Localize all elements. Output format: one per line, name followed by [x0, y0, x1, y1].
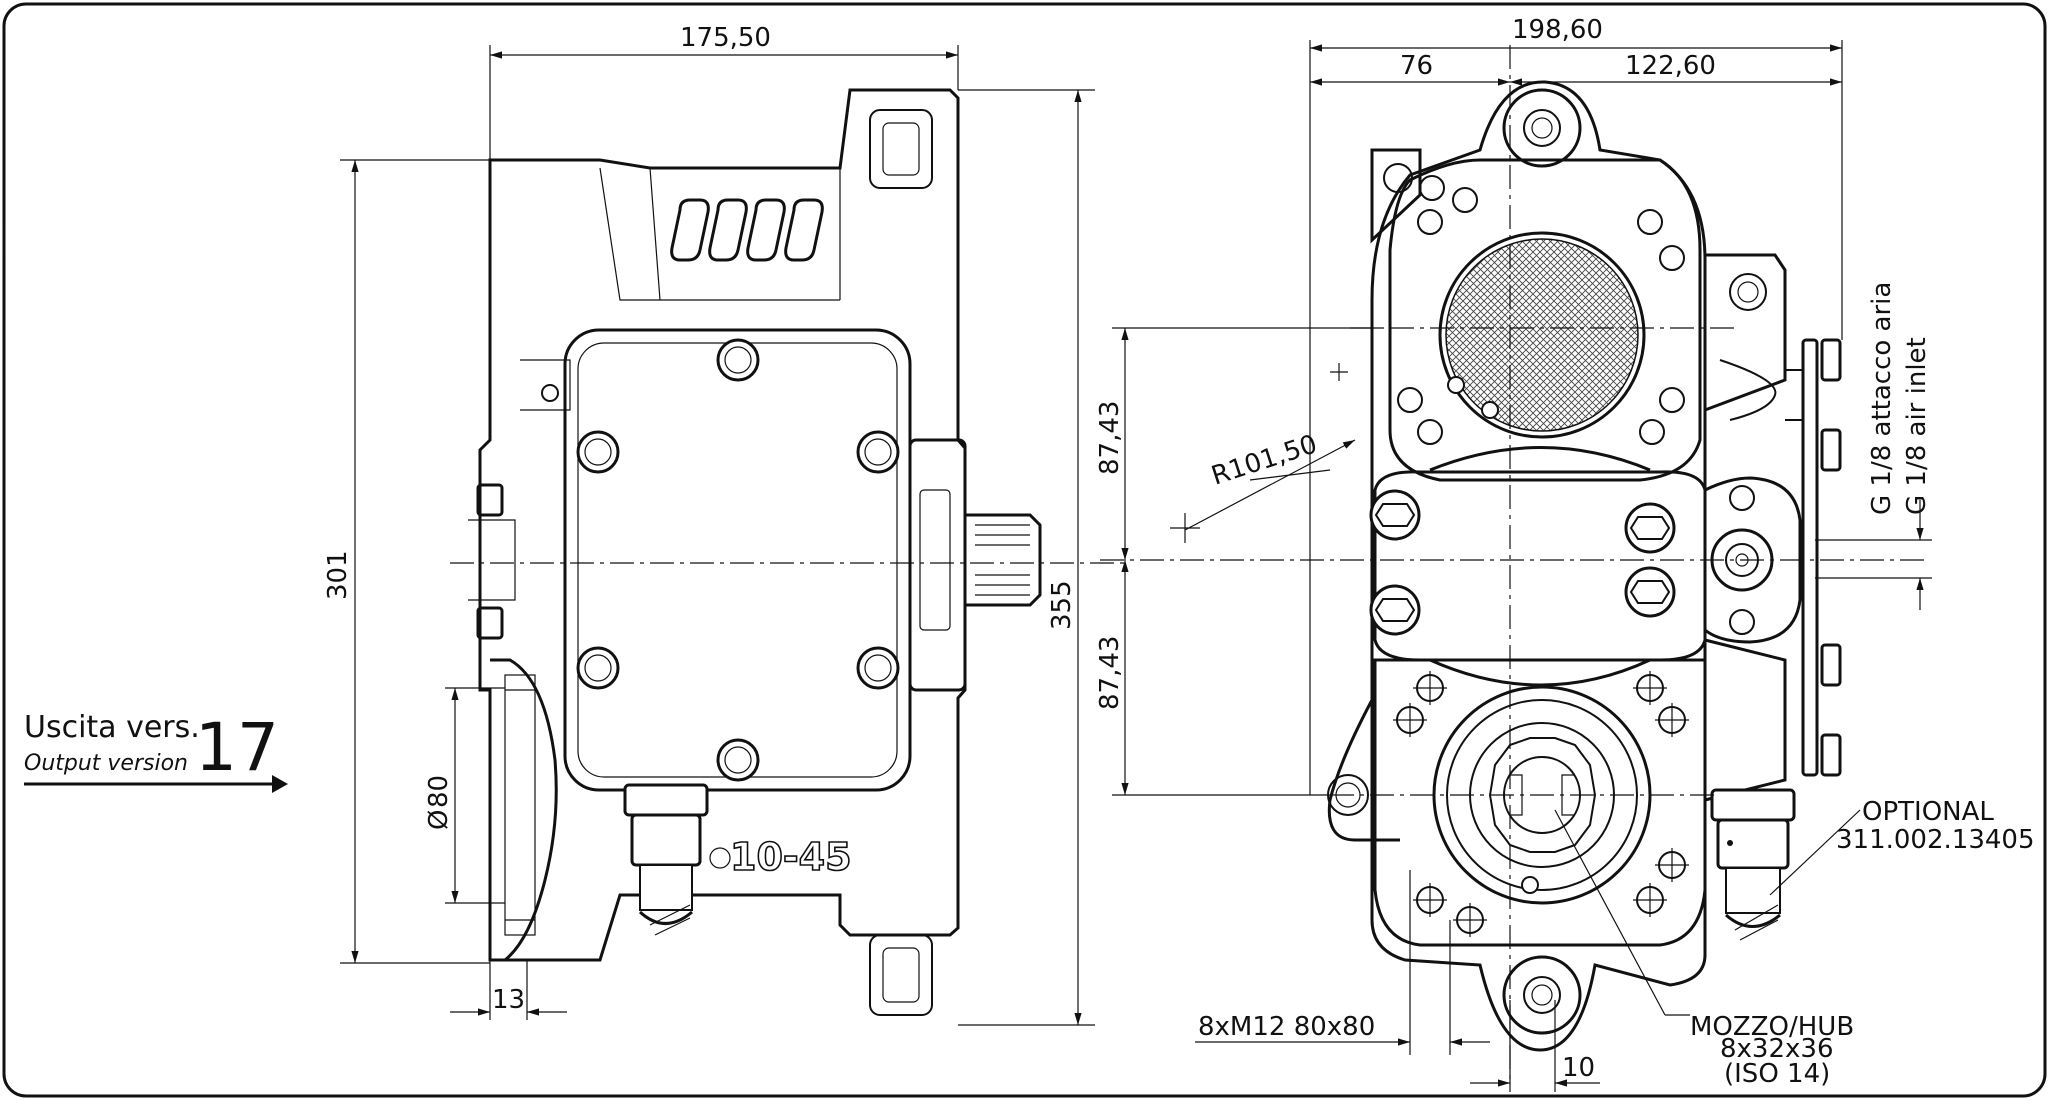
dim-height-left: 301 [323, 550, 353, 600]
lower-bolt-holes [1393, 671, 1689, 937]
hub-label: MOZZO/HUB [1690, 1012, 1854, 1042]
version-title-en: Output version [24, 751, 188, 776]
dim-key: 10 [1562, 1053, 1595, 1083]
mesh-filter [1438, 231, 1646, 439]
side-view-dimensions: 175,50 301 355 Ø 80 13 [323, 23, 1095, 1026]
version-block: Uscita vers. Output version 17 [24, 709, 288, 793]
hub-standard: (ISO 14) [1724, 1059, 1830, 1089]
front-view [1100, 45, 1925, 1085]
air-inlet-it: G 1/8 attacco aria [1867, 282, 1897, 515]
optional-fitting [1710, 788, 1796, 941]
dim-upper: 87,43 [1095, 401, 1125, 475]
optional-label: OPTIONAL [1862, 797, 1994, 827]
dim-total: 198,60 [1512, 15, 1603, 45]
cover-plate [563, 328, 912, 792]
hub-spline: 8x32x36 [1720, 1034, 1833, 1064]
dim-flange: 13 [492, 985, 525, 1015]
dim-right: 122,60 [1625, 51, 1716, 81]
dim-lower: 87,43 [1095, 636, 1125, 710]
bolt-spec: 8xM12 80x80 [1198, 1012, 1375, 1042]
upper-holes [1397, 175, 1685, 445]
dim-height-right: 355 [1047, 580, 1077, 630]
diameter-symbol: Ø [424, 810, 454, 830]
front-view-dimensions: 198,60 76 122,60 87,43 87,43 R101,50 G 1… [1095, 15, 2035, 1092]
dim-left: 76 [1400, 51, 1433, 81]
air-inlet-fittings [1820, 338, 1842, 777]
cast-text: 10-45 [730, 835, 852, 879]
radius-label: R101,50 [1208, 429, 1321, 491]
dim-width: 175,50 [680, 23, 771, 53]
dim-diameter: 80 [424, 775, 454, 808]
right-arrow-icon [24, 775, 288, 793]
air-inlet-en: G 1/8 air inlet [1902, 337, 1932, 515]
pump-body [490, 658, 558, 962]
version-number: 17 [195, 709, 279, 786]
version-title-it: Uscita vers. [24, 710, 200, 745]
side-view: 10-45 [450, 88, 1125, 1016]
bottom-fitting [623, 783, 709, 936]
optional-code: 311.002.13405 [1836, 825, 2035, 855]
cover-bolts [576, 338, 900, 782]
vent-slots [670, 198, 824, 262]
middle-hex-bolts [1369, 489, 1676, 636]
